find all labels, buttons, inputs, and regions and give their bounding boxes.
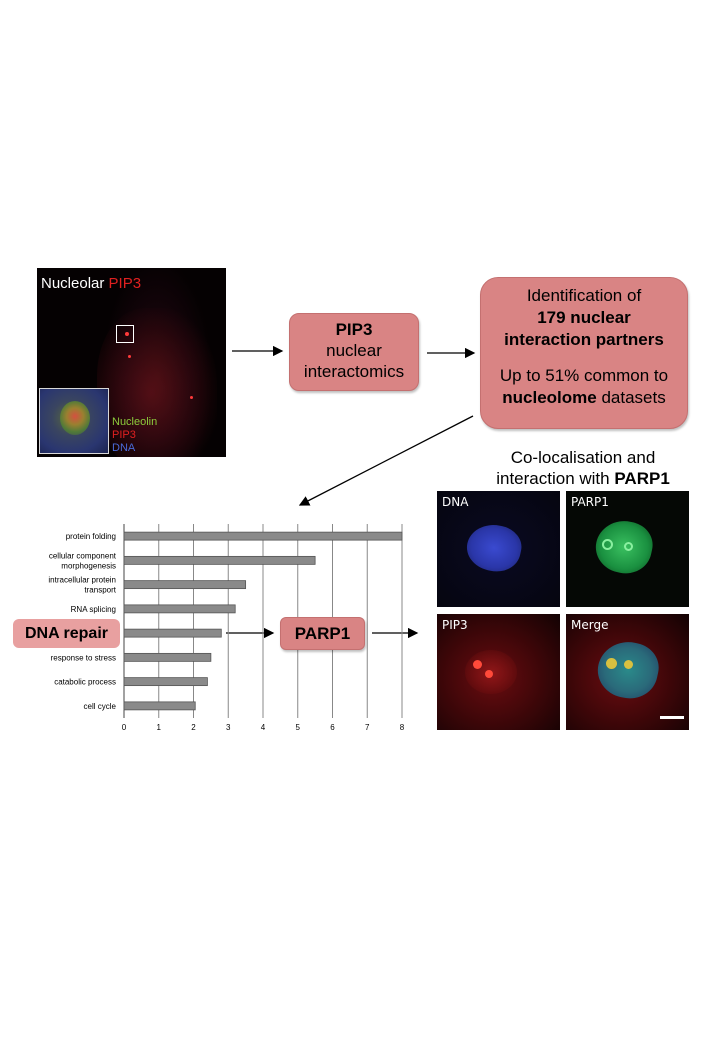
x-tick-label: 4 <box>261 723 266 732</box>
nucleus-merge <box>592 636 664 704</box>
datasets-text: datasets <box>596 388 666 407</box>
x-tick-label: 3 <box>226 723 231 732</box>
label-merge: Merge <box>571 618 609 632</box>
identification-line1: Identification of <box>526 286 642 305</box>
nucleolus-merge <box>606 658 617 669</box>
x-tick-label: 7 <box>365 723 370 732</box>
bar <box>123 701 196 711</box>
bar <box>123 531 403 541</box>
image-parp1: PARP1 <box>566 491 689 607</box>
nucleolus-merge <box>624 660 633 669</box>
micrograph-title-white: Nucleolar <box>41 275 105 292</box>
x-tick-label: 1 <box>157 723 162 732</box>
image-dna: DNA <box>437 491 560 607</box>
identification-line5: nucleolome datasets <box>481 387 687 409</box>
category-label: cell cycle <box>84 702 117 711</box>
x-tick-label: 8 <box>400 723 405 732</box>
identification-line3: interaction partners <box>504 330 664 349</box>
zoom-region-box <box>116 325 134 343</box>
label-dna: DNA <box>442 495 469 509</box>
x-tick-label: 5 <box>296 723 301 732</box>
pip3-spot <box>190 396 193 399</box>
parp1-bold: PARP1 <box>614 469 670 488</box>
bar <box>123 677 208 687</box>
interactomics-line2: nuclear <box>326 341 382 360</box>
category-label: transport <box>84 586 116 595</box>
interactomics-line1: PIP3 <box>335 320 373 339</box>
nucleolus-parp1 <box>602 539 613 550</box>
interaction-with-text: interaction with <box>496 469 615 488</box>
colocalisation-title: Co-localisation and interaction with PAR… <box>448 447 718 489</box>
nucleolus-blob <box>60 401 90 435</box>
nucleolus-parp1 <box>624 542 633 551</box>
pip3-spot <box>128 355 131 358</box>
zoom-inset <box>39 388 109 454</box>
nucleus-dna <box>462 519 526 577</box>
colocalisation-line2: interaction with PARP1 <box>448 468 718 489</box>
identification-line4: Up to 51% common to <box>499 366 669 385</box>
x-tick-label: 6 <box>330 723 335 732</box>
nucleolar-pip3-micrograph: Nucleolar PIP3 Nucleolin PIP3 DNA <box>37 268 226 457</box>
bar <box>123 628 222 638</box>
image-merge: Merge <box>566 614 689 730</box>
bar <box>123 555 316 565</box>
pip3-spot <box>125 332 129 336</box>
category-label: protein folding <box>66 532 116 541</box>
nucleolome-bold: nucleolome <box>502 388 597 407</box>
label-parp1: PARP1 <box>571 495 609 509</box>
bar <box>123 652 212 662</box>
micrograph-title: Nucleolar PIP3 <box>41 275 141 292</box>
micrograph-title-red: PIP3 <box>108 275 142 292</box>
interactomics-line3: interactomics <box>303 362 405 381</box>
colocalisation-line1: Co-localisation and <box>510 448 656 467</box>
identification-box: Identification of 179 nuclear interactio… <box>480 277 688 429</box>
legend-dna: DNA <box>112 442 136 454</box>
identification-line2: 179 nuclear <box>537 308 631 327</box>
nucleolus-pip3 <box>473 660 482 669</box>
scale-bar <box>660 716 684 719</box>
category-label: cellular component <box>49 551 117 560</box>
nucleolus-pip3 <box>485 670 493 678</box>
category-label: catabolic process <box>54 678 116 687</box>
arrow-identification-to-chart <box>298 415 474 506</box>
go-term-bar-chart: 0 1 2 3 4 5 6 7 8 protein folding cellular compone… <box>48 524 405 732</box>
x-tick-label: 0 <box>122 723 127 732</box>
bar <box>123 604 236 614</box>
category-label: RNA splicing <box>71 605 116 614</box>
dna-repair-label: DNA repair <box>13 619 120 648</box>
parp1-box: PARP1 <box>280 617 365 650</box>
interactomics-box: PIP3 nuclear interactomics <box>289 313 419 391</box>
category-label: response to stress <box>51 653 116 662</box>
category-label: morphogenesis <box>61 561 116 570</box>
label-pip3: PIP3 <box>442 618 468 632</box>
micrograph-legend: Nucleolin PIP3 DNA <box>112 416 157 455</box>
legend-pip3: PIP3 <box>112 429 136 441</box>
cell-region <box>97 308 217 457</box>
x-tick-label: 2 <box>191 723 196 732</box>
legend-nucleolin: Nucleolin <box>112 416 158 428</box>
bar <box>123 580 247 590</box>
image-pip3: PIP3 <box>437 614 560 730</box>
category-label: intracellular protein <box>48 576 116 585</box>
